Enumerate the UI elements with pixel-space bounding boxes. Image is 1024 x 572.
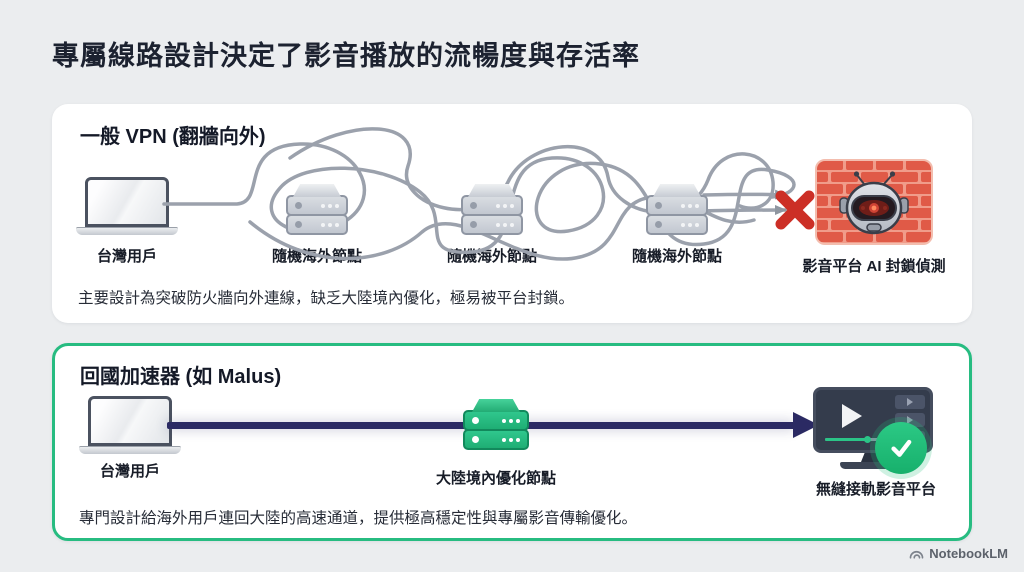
mini-play-icon bbox=[907, 398, 913, 406]
overseas-node-server-icon bbox=[461, 184, 523, 235]
accelerator-client-label: 台灣用戶 bbox=[99, 463, 161, 480]
laptop-screen bbox=[88, 396, 172, 446]
overseas-node-server-icon bbox=[646, 184, 708, 235]
mini-play-icon bbox=[907, 416, 913, 424]
laptop-icon bbox=[76, 177, 178, 235]
firewall-icon bbox=[815, 159, 933, 245]
laptop-base bbox=[79, 446, 181, 454]
accelerator-caption: 專門設計給海外用戶連回大陸的高速通道，提供極高穩定性與專屬影音傳輸優化。 bbox=[79, 510, 638, 527]
vpn-caption: 主要設計為突破防火牆向外連線，缺乏大陸境內優化，極易被平台封鎖。 bbox=[78, 290, 575, 307]
laptop-screen bbox=[85, 177, 169, 227]
optimized-node-server-icon bbox=[463, 399, 529, 450]
laptop-icon bbox=[79, 396, 181, 454]
page-title: 專屬線路設計決定了影音播放的流暢度與存活率 bbox=[52, 41, 640, 71]
footer-brand-label: NotebookLM bbox=[929, 546, 1008, 561]
ai-robot-icon bbox=[839, 171, 909, 235]
video-platform-monitor-icon bbox=[813, 387, 933, 469]
notebooklm-logo-icon bbox=[909, 550, 924, 559]
monitor-base bbox=[840, 462, 906, 469]
accelerator-panel: 回國加速器 (如 Malus) 台灣用戶 大陸境內優化節點 bbox=[52, 343, 972, 541]
accelerator-panel-title: 回國加速器 (如 Malus) bbox=[80, 366, 282, 388]
blocked-x-icon bbox=[775, 190, 815, 230]
laptop-base bbox=[76, 227, 178, 235]
firewall-label: 影音平台 AI 封鎖偵測 bbox=[802, 258, 946, 275]
vpn-panel-title: 一般 VPN (翻牆向外) bbox=[80, 126, 266, 148]
progress-bar bbox=[825, 436, 897, 443]
vpn-panel: 一般 VPN (翻牆向外) 台灣用戶 隨機海外節點 隨機海外節點 bbox=[52, 104, 972, 323]
overseas-node-label-3: 隨機海外節點 bbox=[631, 248, 723, 265]
play-icon bbox=[842, 404, 862, 428]
vpn-client-label: 台灣用戶 bbox=[96, 248, 158, 265]
footer-brand: NotebookLM bbox=[909, 546, 1008, 561]
overseas-node-server-icon bbox=[286, 184, 348, 235]
success-check-icon bbox=[875, 422, 927, 474]
monitor-screen bbox=[813, 387, 933, 453]
monitor-stand bbox=[861, 453, 885, 462]
platform-label: 無縫接軌影音平台 bbox=[815, 481, 937, 498]
optimized-node-label: 大陸境內優化節點 bbox=[435, 470, 557, 487]
